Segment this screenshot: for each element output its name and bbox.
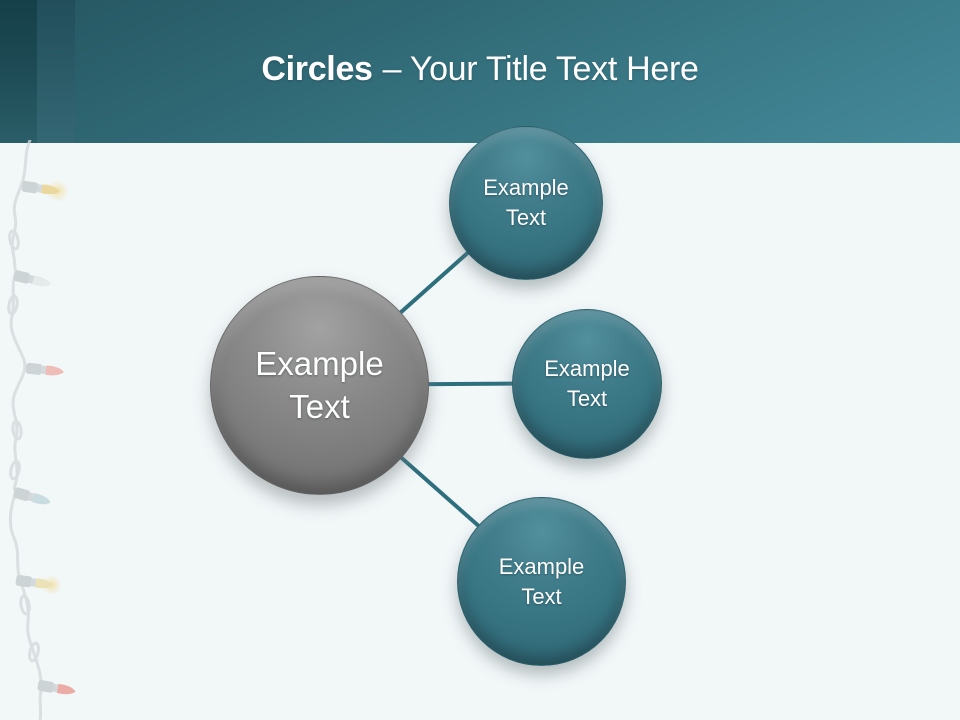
satellite-circle-middle: Example Text <box>512 309 662 459</box>
light-bulb-icon <box>13 180 76 695</box>
header-accent-stripe-medium <box>37 0 75 143</box>
circle-label-line: Example <box>544 356 630 382</box>
slide-title-text: – Your Title Text Here <box>382 50 699 88</box>
slide-header: Circles– Your Title Text Here <box>0 0 960 143</box>
header-accent-stripe-dark <box>0 0 37 143</box>
circle-label-line: Text <box>521 583 562 609</box>
string-lights-icon <box>7 140 76 720</box>
slide-title: Circles– Your Title Text Here <box>0 50 960 89</box>
circle-label-line: Text <box>289 387 350 425</box>
satellite-circle-bottom: Example Text <box>457 497 626 666</box>
circle-label-line: Text <box>566 386 608 411</box>
circle-label-line: Text <box>505 205 547 230</box>
slide-title-emphasis: Circles <box>261 50 373 88</box>
satellite-circle-top: Example Text <box>449 126 603 280</box>
circle-label-line: Example <box>255 345 384 383</box>
circle-label-line: Example <box>483 175 569 201</box>
center-circle: Example Text <box>210 276 429 495</box>
circle-label-line: Example <box>498 553 585 579</box>
